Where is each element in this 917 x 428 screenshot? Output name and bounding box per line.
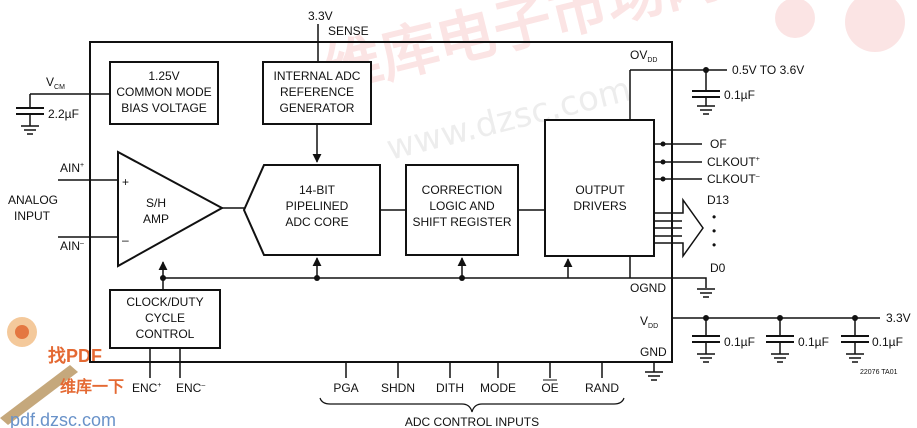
clock-bus bbox=[158, 256, 631, 290]
watermark-chinese: 维库电子市场网 bbox=[317, 0, 727, 106]
ovdd-range: 0.5V TO 3.6V bbox=[732, 63, 804, 77]
watermark-logo-icon bbox=[775, 0, 815, 38]
clock-bus-junctions bbox=[160, 275, 465, 281]
analog-input-line-2: INPUT bbox=[14, 209, 51, 223]
ain-plus-label: AIN+ bbox=[60, 161, 84, 175]
ognd-ground-icon bbox=[697, 288, 715, 298]
gnd-label: GND bbox=[640, 345, 667, 359]
ain-minus-label: AIN– bbox=[60, 239, 84, 253]
watermark-badge-text: 找PDF bbox=[48, 345, 102, 366]
vcm-label: VCM bbox=[46, 75, 65, 91]
out-line-1: OUTPUT bbox=[575, 183, 625, 197]
corr-line-3: SHIFT REGISTER bbox=[412, 215, 511, 229]
adc-core-block bbox=[242, 164, 381, 256]
control-pin-dith: DITH bbox=[436, 381, 464, 395]
control-inputs-label: ADC CONTROL INPUTS bbox=[405, 415, 539, 428]
adc-line-1: 14-BIT bbox=[299, 183, 336, 197]
enc-plus-label: ENC+ bbox=[132, 381, 161, 395]
ognd-label: OGND bbox=[630, 281, 666, 295]
watermark-badge-text2: 维库一下 bbox=[60, 377, 124, 396]
chip-outline bbox=[89, 41, 673, 363]
sense-voltage: 3.3V bbox=[308, 9, 333, 23]
d0-label: D0 bbox=[710, 261, 726, 275]
control-pin-rand: RAND bbox=[585, 381, 619, 395]
vdd-cap-3-value: 0.1µF bbox=[872, 335, 903, 349]
adc-line-3: ADC CORE bbox=[285, 215, 348, 229]
data-bus-arrow-icon bbox=[654, 197, 704, 259]
ovdd-label: OVDD bbox=[630, 48, 657, 64]
bus-dot-3: • bbox=[712, 238, 716, 252]
watermark-badge: 找PDF 维库一下 pdf.dzsc.com bbox=[0, 317, 124, 428]
clkout-plus-label: CLKOUT+ bbox=[707, 155, 760, 169]
vcm-capacitor-icon bbox=[16, 107, 44, 135]
enc-minus-label: ENC– bbox=[176, 381, 205, 395]
clock-line-1: CLOCK/DUTY bbox=[126, 295, 203, 309]
part-number: 22076 TA01 bbox=[860, 369, 898, 376]
ref-line-3: GENERATOR bbox=[280, 101, 355, 115]
out-line-2: DRIVERS bbox=[573, 199, 626, 213]
control-pin-pga: PGA bbox=[333, 381, 358, 395]
vdd-cap-1-value: 0.1µF bbox=[724, 335, 755, 349]
vdd-capacitor-3-icon bbox=[841, 318, 869, 363]
corr-line-1: CORRECTION bbox=[422, 183, 503, 197]
clock-control-block bbox=[109, 289, 221, 349]
vdd-value: 3.3V bbox=[886, 311, 911, 325]
vdd-capacitor-2-icon bbox=[766, 318, 794, 363]
bus-dot-2: • bbox=[712, 224, 716, 238]
bias-line-3: BIAS VOLTAGE bbox=[121, 101, 207, 115]
ref-line-1: INTERNAL ADC bbox=[274, 69, 361, 83]
sh-line-2: AMP bbox=[143, 212, 169, 226]
ref-line-2: REFERENCE bbox=[280, 85, 354, 99]
bias-voltage-block bbox=[109, 61, 219, 125]
vcm-cap-value: 2.2µF bbox=[48, 107, 79, 121]
control-pin-oe: OE bbox=[541, 381, 558, 395]
bias-line-2: COMMON MODE bbox=[116, 85, 211, 99]
watermark-pen-icon bbox=[0, 365, 78, 425]
ovdd-cap-value: 0.1µF bbox=[724, 88, 755, 102]
d13-label: D13 bbox=[707, 193, 729, 207]
sense-label: SENSE bbox=[328, 24, 369, 38]
correction-logic-block bbox=[405, 164, 519, 256]
of-label: OF bbox=[710, 137, 727, 151]
control-inputs-brace bbox=[319, 397, 625, 413]
control-pin-shdn: SHDN bbox=[381, 381, 415, 395]
sh-line-1: S/H bbox=[146, 196, 166, 210]
watermark-logo-icon bbox=[845, 0, 905, 52]
output-drivers-block bbox=[544, 119, 655, 257]
sh-minus-sign: – bbox=[122, 233, 129, 247]
corr-line-2: LOGIC AND bbox=[429, 199, 495, 213]
adc-line-2: PIPELINED bbox=[286, 199, 349, 213]
clock-line-3: CONTROL bbox=[136, 327, 195, 341]
bias-line-1: 1.25V bbox=[148, 69, 179, 83]
analog-input-line-1: ANALOG bbox=[8, 193, 58, 207]
gnd-ground-icon bbox=[645, 371, 663, 381]
bus-dot-1: • bbox=[712, 210, 716, 224]
watermark-url2: pdf.dzsc.com bbox=[10, 410, 116, 428]
vdd-label: VDD bbox=[640, 314, 658, 330]
clkout-minus-label: CLKOUT– bbox=[707, 172, 760, 186]
ognd-wire bbox=[630, 277, 707, 288]
sh-plus-sign: + bbox=[122, 175, 129, 189]
ovdd-capacitor-icon bbox=[692, 70, 720, 115]
clock-line-2: CYCLE bbox=[145, 311, 185, 325]
sh-amp bbox=[117, 150, 225, 268]
vdd-capacitor-1-icon bbox=[692, 318, 720, 363]
control-pin-mode: MODE bbox=[480, 381, 516, 395]
control-pin-wires bbox=[345, 362, 603, 378]
vdd-cap-2-value: 0.1µF bbox=[798, 335, 829, 349]
